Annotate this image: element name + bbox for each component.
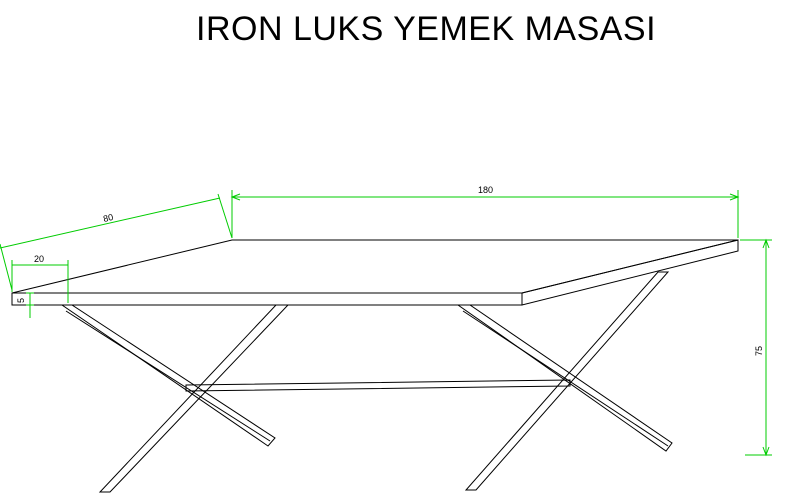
drawing-title: IRON LUKS YEMEK MASASI bbox=[196, 10, 657, 48]
dimension-leg-width-label: 20 bbox=[34, 254, 44, 264]
dimension-height-label: 75 bbox=[754, 346, 764, 356]
dimension-length-label: 180 bbox=[478, 185, 493, 195]
table-top bbox=[11, 239, 739, 306]
stretcher-bar bbox=[185, 379, 571, 392]
dimension-thickness-label: 5 bbox=[16, 298, 26, 303]
dimension-width-label: 80 bbox=[102, 212, 114, 224]
dimension-lines bbox=[0, 190, 772, 457]
right-x-legs bbox=[456, 271, 673, 491]
left-x-legs bbox=[60, 304, 290, 493]
